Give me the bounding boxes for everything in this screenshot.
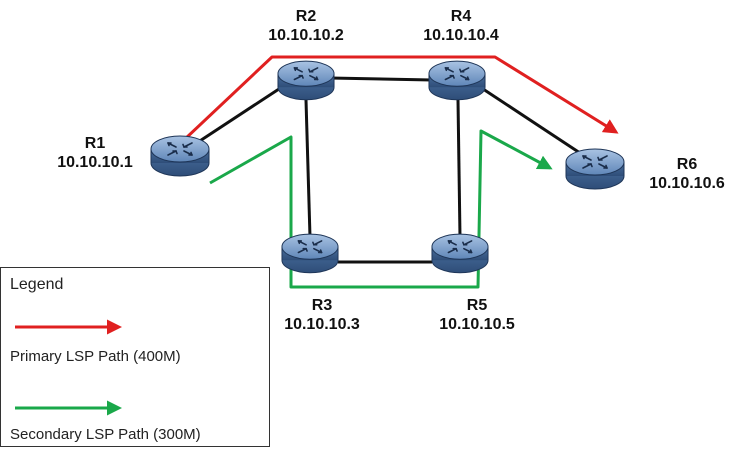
legend-title: Legend bbox=[10, 276, 64, 293]
router-ip: 10.10.10.1 bbox=[57, 154, 133, 171]
router-ip: 10.10.10.6 bbox=[649, 175, 725, 192]
router-name: R5 bbox=[466, 297, 488, 314]
router-name: R6 bbox=[676, 156, 698, 173]
router-r1[interactable] bbox=[150, 135, 210, 177]
router-name: R2 bbox=[295, 8, 317, 25]
router-r3[interactable] bbox=[281, 233, 339, 274]
primary-lsp-path bbox=[183, 55, 619, 141]
router-icon bbox=[150, 135, 210, 177]
router-icon bbox=[281, 233, 339, 274]
router-ip: 10.10.10.3 bbox=[284, 316, 360, 333]
router-r6[interactable] bbox=[565, 148, 625, 190]
secondary-lsp-path bbox=[209, 129, 553, 289]
router-label-r1: R1 10.10.10.1 bbox=[40, 134, 150, 172]
link-r4-r5 bbox=[456, 99, 462, 238]
legend-secondary-label: Secondary LSP Path (300M) bbox=[10, 426, 201, 443]
router-icon bbox=[428, 60, 486, 101]
router-ip: 10.10.10.5 bbox=[439, 316, 515, 333]
router-r2[interactable] bbox=[277, 60, 335, 101]
legend-swatches bbox=[15, 319, 122, 416]
router-label-r2: R2 10.10.10.2 bbox=[250, 7, 362, 45]
router-icon bbox=[431, 233, 489, 274]
router-name: R4 bbox=[450, 8, 472, 25]
legend-primary-label: Primary LSP Path (400M) bbox=[10, 348, 181, 365]
router-r4[interactable] bbox=[428, 60, 486, 101]
router-ip: 10.10.10.4 bbox=[423, 27, 499, 44]
router-label-r6: R6 10.10.10.6 bbox=[632, 155, 742, 193]
link-r2-r3 bbox=[304, 99, 312, 238]
router-label-r3: R3 10.10.10.3 bbox=[266, 296, 378, 334]
router-icon bbox=[565, 148, 625, 190]
router-r5[interactable] bbox=[431, 233, 489, 274]
router-name: R3 bbox=[311, 297, 333, 314]
links bbox=[182, 76, 581, 264]
router-name: R1 bbox=[84, 135, 106, 152]
link-r4-r6 bbox=[479, 85, 581, 155]
router-label-r5: R5 10.10.10.5 bbox=[421, 296, 533, 334]
link-r2-r4 bbox=[329, 76, 433, 82]
legend: Legend Primary LSP Path (400M) Secondary… bbox=[0, 267, 270, 447]
router-ip: 10.10.10.2 bbox=[268, 27, 344, 44]
router-label-r4: R4 10.10.10.4 bbox=[405, 7, 517, 45]
router-icon bbox=[277, 60, 335, 101]
